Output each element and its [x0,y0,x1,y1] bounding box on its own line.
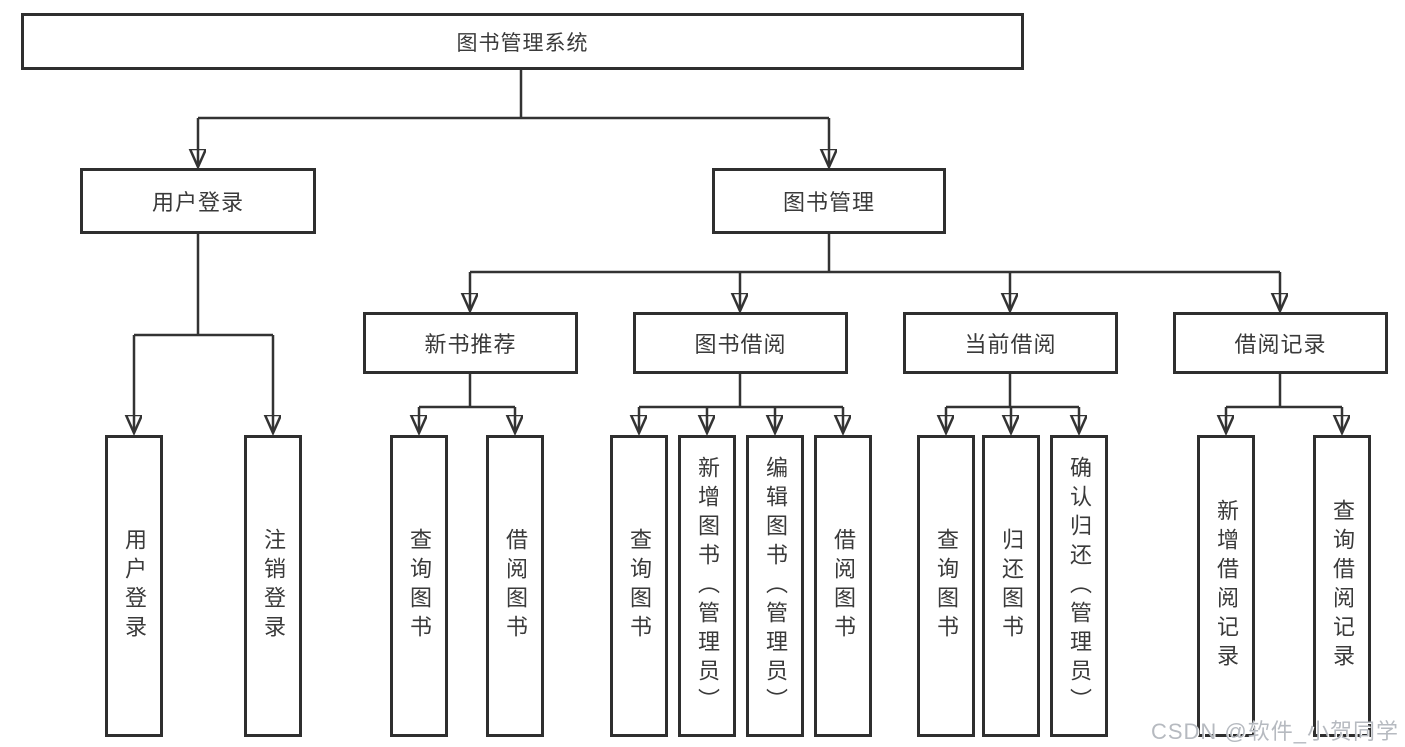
node-label: 当前借阅 [964,332,1057,357]
node-label: 图书管理 [782,190,875,215]
leaf-borrowing-query-books: 查询图书 [610,435,668,737]
node-system-root: 图书管理系统 [21,13,1024,70]
leaf-records-add-record: 新增借阅记录 [1197,435,1255,737]
node-book-borrowing: 图书借阅 [633,312,848,374]
leaf-label: 查询图书 [407,528,432,644]
leaf-label: 查询借阅记录 [1330,499,1355,673]
node-current-borrowing: 当前借阅 [903,312,1118,374]
leaf-borrowing-edit-books-admin: 编辑图书（管理员） [746,435,804,737]
leaf-borrowing-borrow-books: 借阅图书 [814,435,872,737]
node-label: 新书推荐 [424,332,517,357]
leaf-label: 用户登录 [122,528,147,644]
node-user-login: 用户登录 [80,168,316,234]
leaf-recommend-query-books: 查询图书 [390,435,448,737]
leaf-label: 查询图书 [627,528,652,644]
node-label: 图书管理系统 [456,31,589,55]
leaf-current-return-books: 归还图书 [982,435,1040,737]
node-label: 借阅记录 [1234,332,1327,357]
leaf-current-confirm-return-admin: 确认归还（管理员） [1050,435,1108,737]
node-borrow-records: 借阅记录 [1173,312,1388,374]
leaf-label: 确认归还（管理员） [1067,455,1092,717]
leaf-label: 借阅图书 [503,528,528,644]
node-label: 图书借阅 [694,332,787,357]
leaf-recommend-borrow-books: 借阅图书 [486,435,544,737]
leaf-label: 编辑图书（管理员） [763,455,788,717]
connector-elbows [134,70,1342,409]
leaf-label: 归还图书 [999,528,1024,644]
node-label: 用户登录 [151,190,244,215]
leaf-label: 查询图书 [934,528,959,644]
leaf-label: 借阅图书 [831,528,856,644]
leaf-logout: 注销登录 [244,435,302,737]
leaf-user-login: 用户登录 [105,435,163,737]
leaf-borrowing-add-books-admin: 新增图书（管理员） [678,435,736,737]
leaf-current-query-books: 查询图书 [917,435,975,737]
leaf-label: 注销登录 [261,528,286,644]
node-new-book-recommend: 新书推荐 [363,312,578,374]
node-book-management: 图书管理 [712,168,946,234]
csdn-watermark: CSDN @软件_小贺同学 [1150,719,1399,744]
leaf-records-query-record: 查询借阅记录 [1313,435,1371,737]
leaf-label: 新增借阅记录 [1214,499,1239,673]
leaf-label: 新增图书（管理员） [695,455,720,717]
